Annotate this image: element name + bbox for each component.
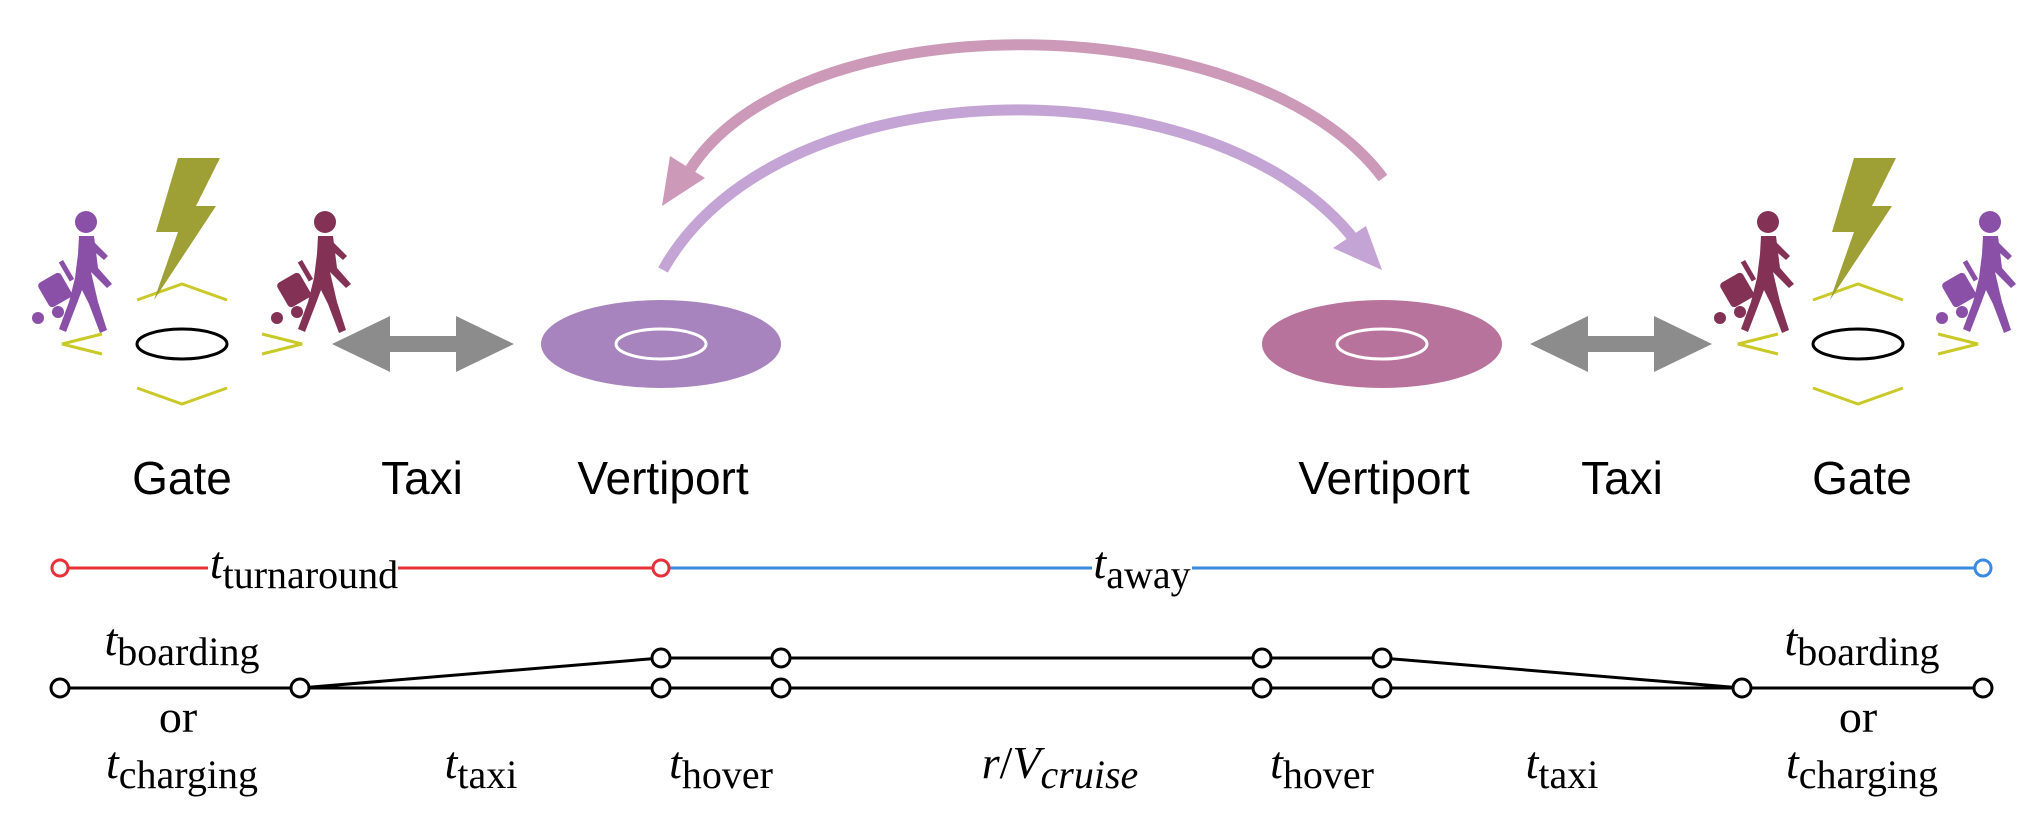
turnaround-end-node xyxy=(651,558,671,578)
station-label-right-taxi: Taxi xyxy=(1581,452,1663,504)
lightning-bolt-icon xyxy=(1830,158,1896,300)
cruise-time-label: r/Vcruise xyxy=(982,737,1139,797)
left-vertiport-pad xyxy=(541,300,781,388)
timeline-node xyxy=(770,677,792,699)
right-taxi-time-label: ttaxi xyxy=(1526,737,1599,797)
flight-profile-line xyxy=(299,656,1743,690)
station-label-right-gate: Gate xyxy=(1812,452,1912,504)
timeline-node xyxy=(1371,677,1393,699)
left-or-label: or xyxy=(159,691,197,742)
timeline-node xyxy=(770,647,792,669)
right-charging-label: tcharging xyxy=(1786,737,1938,797)
away-label: taway xyxy=(1093,537,1190,597)
right-vertiport-pad xyxy=(1262,300,1502,388)
timeline-node xyxy=(1371,647,1393,669)
left-charging-label: tcharging xyxy=(106,737,258,797)
illustration-row xyxy=(32,39,2016,406)
away-end-node xyxy=(1973,558,1993,578)
phase-timeline: tturnaround taway xyxy=(50,537,1993,597)
segment-timeline xyxy=(49,647,1994,699)
passenger-icon xyxy=(1714,211,1794,333)
turnaround-label: tturnaround xyxy=(210,537,398,597)
return-flight-arrow xyxy=(662,39,1388,206)
station-label-left-vertiport: Vertiport xyxy=(577,452,749,504)
right-or-label: or xyxy=(1839,691,1877,742)
outbound-flight-arrow xyxy=(658,104,1382,273)
station-labels: Gate Taxi Vertiport Vertiport Taxi Gate xyxy=(132,452,1912,504)
station-label-left-taxi: Taxi xyxy=(381,452,463,504)
left-taxi-arrow xyxy=(332,316,514,372)
station-label-left-gate: Gate xyxy=(132,452,232,504)
timeline-node xyxy=(650,677,672,699)
timeline-node xyxy=(650,647,672,669)
left-taxi-time-label: ttaxi xyxy=(445,737,518,797)
timeline-node xyxy=(1251,647,1273,669)
lightning-bolt-icon xyxy=(154,158,220,300)
timeline-node xyxy=(1251,677,1273,699)
left-hover-label: thover xyxy=(669,737,773,797)
right-taxi-arrow xyxy=(1530,316,1712,372)
timeline-node xyxy=(1731,677,1753,699)
passenger-icon xyxy=(32,211,112,333)
timeline-node xyxy=(289,677,311,699)
passenger-icon xyxy=(1936,211,2016,333)
turnaround-start-node xyxy=(50,558,70,578)
station-label-right-vertiport: Vertiport xyxy=(1298,452,1470,504)
timeline-node xyxy=(1972,677,1994,699)
right-boarding-label: tboarding xyxy=(1785,614,1940,674)
left-boarding-label: tboarding xyxy=(105,614,260,674)
right-hover-label: thover xyxy=(1270,737,1374,797)
timeline-node xyxy=(49,677,71,699)
passenger-icon xyxy=(271,211,351,333)
